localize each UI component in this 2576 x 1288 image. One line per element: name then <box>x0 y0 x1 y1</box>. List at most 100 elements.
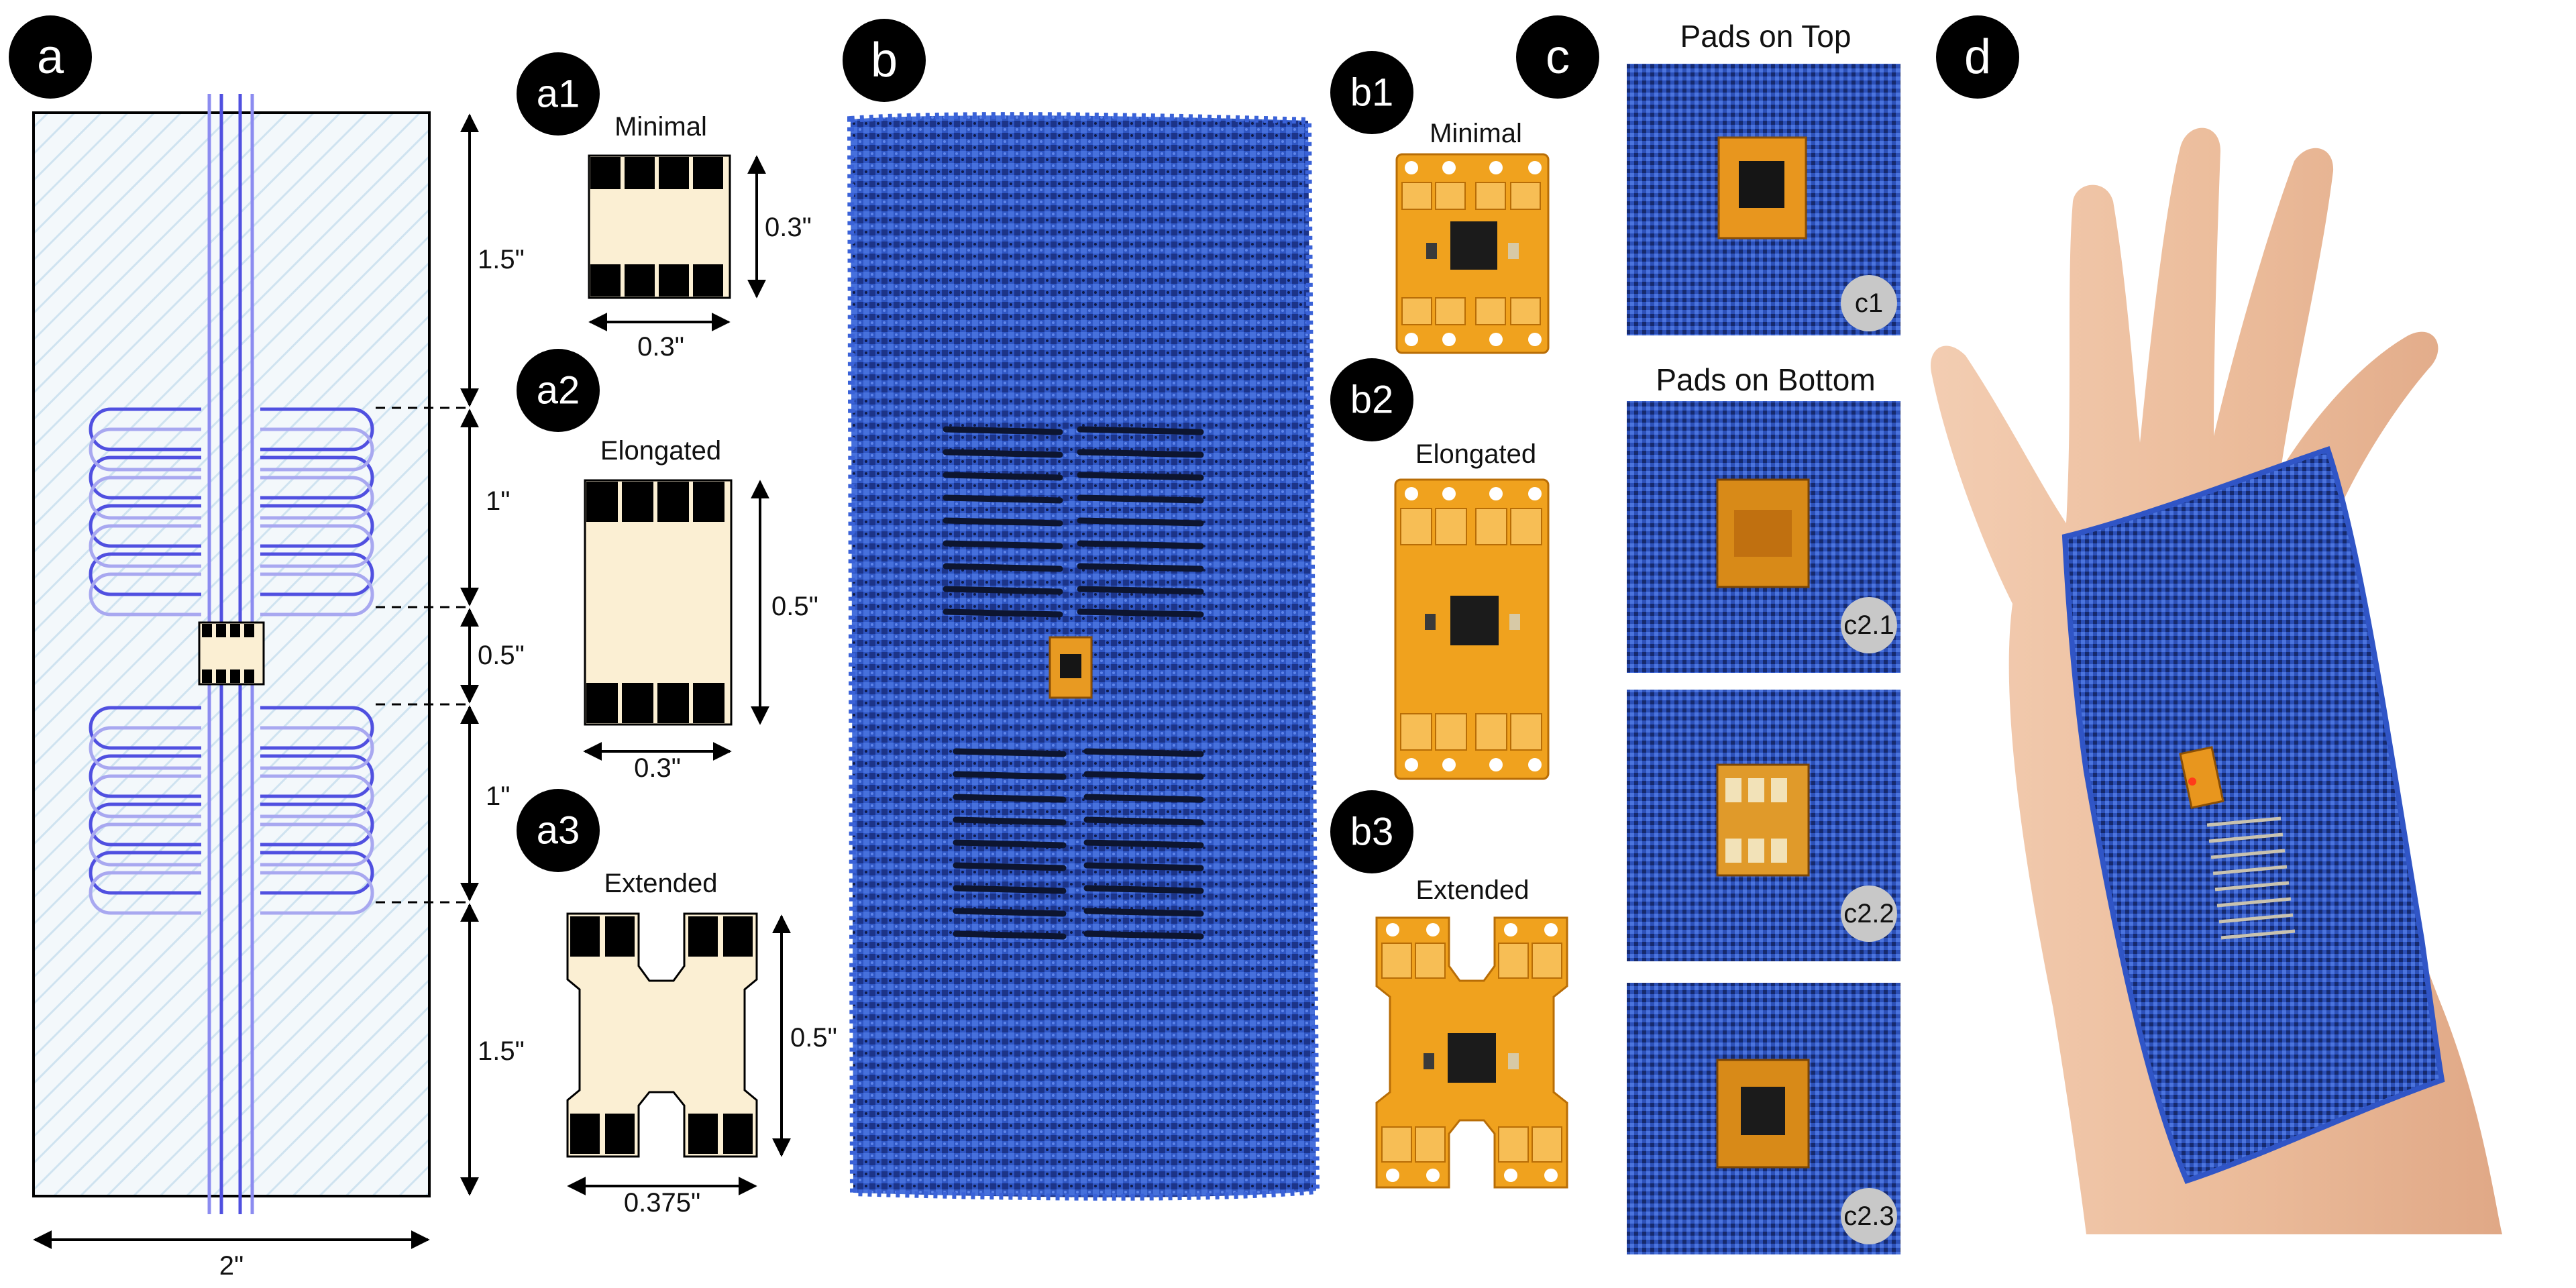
panel-a3: a3 Extended 0.5" 0.375" <box>517 789 837 1218</box>
c-bottom-title: Pads on Bottom <box>1656 362 1875 397</box>
panel-a2: a2 Elongated 0.5" 0.3" <box>517 349 818 783</box>
width-label: 2" <box>219 1251 244 1281</box>
stitch-row <box>1077 449 1204 458</box>
c22-label: c2.2 <box>1843 899 1894 928</box>
badge-b2-label: b2 <box>1350 378 1394 422</box>
badge-b3-label: b3 <box>1350 810 1394 854</box>
badge-a1 <box>517 52 600 136</box>
c1-label: c1 <box>1855 288 1883 318</box>
stitch-row <box>1077 426 1204 435</box>
panel-b: b <box>843 19 1320 1201</box>
stitch-row <box>1077 608 1204 618</box>
stitch-row <box>943 517 1063 527</box>
b2-flex-pcb <box>1394 478 1550 780</box>
panel-b3: b3 Extended <box>1330 790 1568 1189</box>
a1-pads <box>590 157 723 297</box>
band-stitch-row <box>2216 897 2292 908</box>
panel-c: c Pads on Top Pads on Bottom c1 c2.1 c2.… <box>1516 15 1900 1254</box>
meander-loop <box>89 407 201 596</box>
b1-title: Minimal <box>1430 119 1522 148</box>
stitch-row <box>1083 794 1204 803</box>
a1-title: Minimal <box>614 112 707 142</box>
c1-photo: c1 <box>1627 64 1900 335</box>
stitch-row <box>1083 771 1204 780</box>
stitch-row <box>953 839 1067 849</box>
band-chip <box>2179 746 2224 809</box>
badge-b3 <box>1330 790 1413 873</box>
badge-a <box>9 15 92 99</box>
badge-b1 <box>1330 51 1413 134</box>
panel-b2: b2 Elongated <box>1330 358 1550 780</box>
meander-loop <box>89 726 201 915</box>
stitch-row <box>943 608 1063 618</box>
b-chip <box>1049 636 1093 699</box>
a2-pads <box>586 482 724 723</box>
embroidered-meanders <box>943 426 1204 940</box>
a2-title: Elongated <box>600 436 721 466</box>
seg-label-5: 1.5" <box>478 1036 525 1066</box>
meander-loop <box>260 407 374 596</box>
stitch-row <box>943 449 1063 458</box>
badge-a-label: a <box>37 30 64 84</box>
b1-flex-pcb <box>1395 153 1550 354</box>
stitch-row <box>953 816 1067 826</box>
a3-pcb <box>566 912 758 1158</box>
c21-label: c2.1 <box>1843 610 1894 640</box>
c23-photo: c2.3 <box>1627 983 1900 1254</box>
b2-title: Elongated <box>1415 439 1536 469</box>
stitch-row <box>1077 563 1204 572</box>
c-top-title: Pads on Top <box>1680 19 1851 54</box>
badge-d-label: d <box>1964 30 1991 84</box>
b3-title: Extended <box>1415 875 1529 905</box>
band-meanders <box>2206 816 2296 940</box>
band-stitch-row <box>2210 849 2286 859</box>
panel-b1: b1 Minimal <box>1330 51 1550 354</box>
band-stitch-row <box>2212 865 2288 875</box>
badge-b-label: b <box>871 34 898 87</box>
meander-loop <box>260 427 374 616</box>
stitch-row <box>943 494 1063 504</box>
panel-a1: a1 Minimal 0.3" 0.3" <box>517 52 812 362</box>
a3-pads <box>570 916 753 1154</box>
stitch-row <box>943 426 1063 435</box>
a1-width-label: 0.3" <box>637 332 684 362</box>
c21-photo: c2.1 <box>1627 401 1900 673</box>
textile-band-on-hand <box>2061 445 2445 1184</box>
a3-width-label: 0.375" <box>624 1188 700 1218</box>
band-stitch-row <box>2206 816 2282 827</box>
stitch-row <box>1083 908 1204 917</box>
band-stitch-row <box>2214 881 2290 892</box>
stitch-row <box>1077 586 1204 595</box>
badge-c <box>1516 15 1599 99</box>
c23-label: c2.3 <box>1843 1201 1894 1231</box>
meander-traces <box>89 407 374 915</box>
a1-height-label: 0.3" <box>765 213 812 242</box>
stitch-row <box>953 862 1067 871</box>
stitch-row <box>953 885 1067 894</box>
badge-a3-label: a3 <box>537 809 580 853</box>
stitch-row <box>1083 885 1204 894</box>
badge-a3 <box>517 789 600 872</box>
stitch-row <box>1077 540 1204 549</box>
badge-b2 <box>1330 358 1413 441</box>
band-stitch-row <box>2220 929 2296 940</box>
badge-b1-label: b1 <box>1350 71 1394 115</box>
sensor-chip <box>198 621 265 686</box>
seg-label-2: 1" <box>486 486 510 516</box>
stitch-row <box>943 540 1063 549</box>
seg-label-4: 1" <box>486 782 510 811</box>
a2-height-label: 0.5" <box>771 592 818 621</box>
stitch-row <box>953 748 1067 757</box>
stitch-row <box>953 771 1067 780</box>
stitch-row <box>943 563 1063 572</box>
stitch-row <box>1077 517 1204 527</box>
stitch-row <box>953 930 1067 940</box>
b3-flex-pcb <box>1375 916 1568 1189</box>
stitch-row <box>953 794 1067 803</box>
stitch-row <box>1083 816 1204 826</box>
stitch-row <box>943 586 1063 595</box>
meander-loop <box>260 706 374 895</box>
seg-label-3: 0.5" <box>478 641 525 670</box>
badge-b <box>843 19 926 102</box>
